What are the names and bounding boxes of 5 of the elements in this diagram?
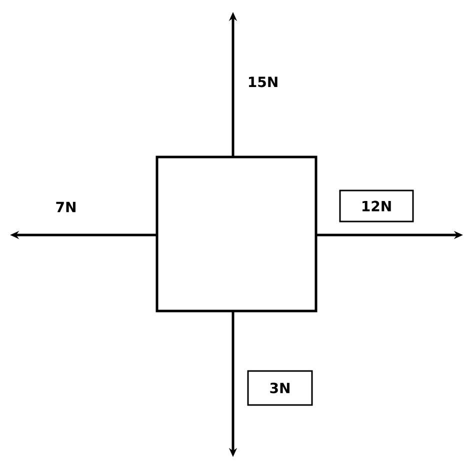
force-label: 7N bbox=[56, 202, 76, 212]
force-label: 3N bbox=[247, 370, 313, 406]
force-label: 12N bbox=[339, 190, 414, 222]
force-label: 15N bbox=[248, 76, 278, 88]
body-box bbox=[156, 156, 318, 312]
